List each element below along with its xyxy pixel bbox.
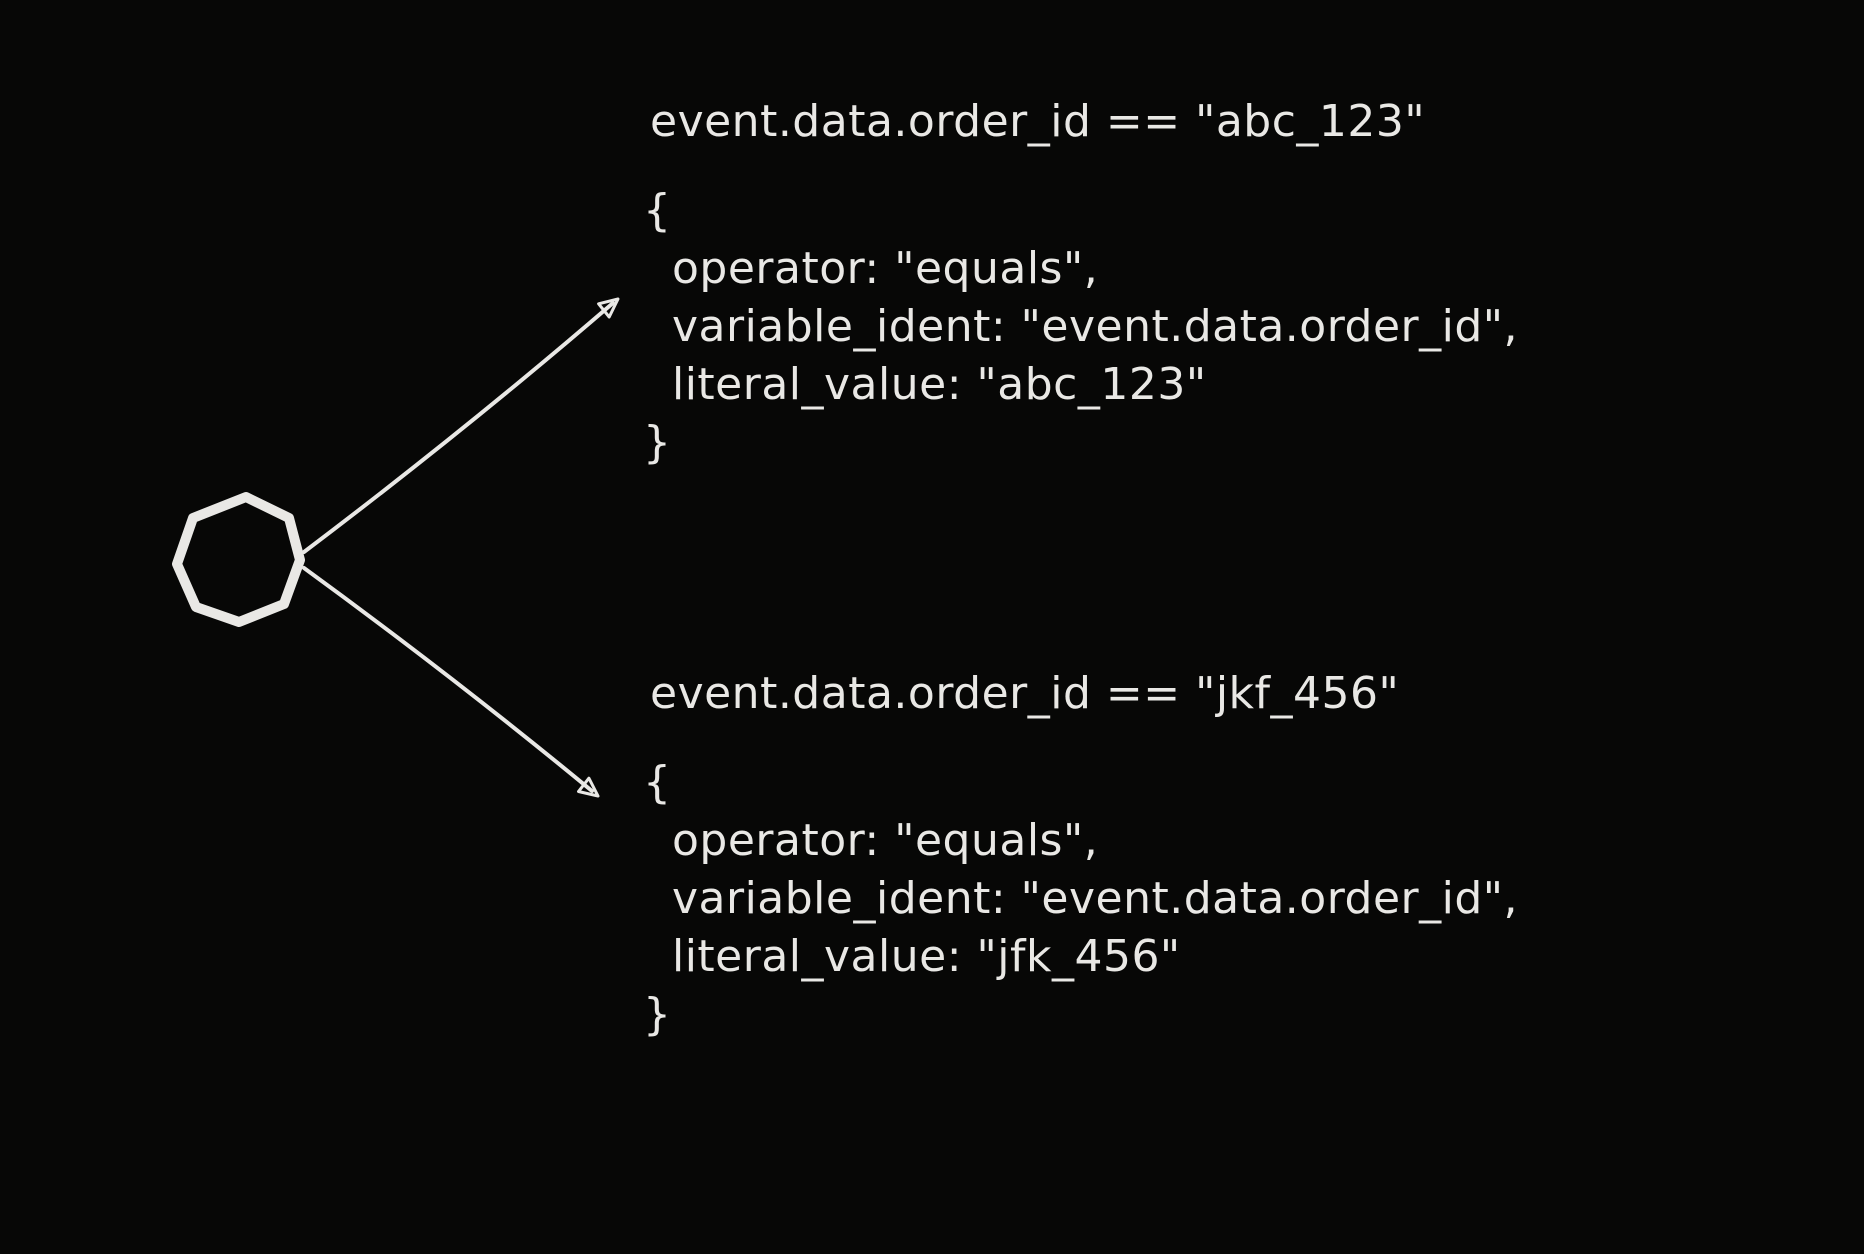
code-line: operator: "equals", [643, 243, 1099, 294]
code-line: literal_value: "jfk_456" [643, 931, 1181, 982]
circle-node [172, 492, 305, 627]
branch-bottom-code: { operator: "equals", variable_ident: "e… [643, 754, 1518, 1044]
code-line: { [643, 757, 672, 808]
branch-top-condition: event.data.order_id == "abc_123" [650, 96, 1426, 147]
branch-top: event.data.order_id == "abc_123" { opera… [643, 94, 1518, 472]
branch-top-code: { operator: "equals", variable_ident: "e… [643, 182, 1518, 472]
code-line: operator: "equals", [643, 815, 1099, 866]
code-line: literal_value: "abc_123" [643, 359, 1207, 410]
code-line: } [643, 417, 672, 468]
code-line: } [643, 989, 672, 1040]
arrow-bottom-shaft [302, 566, 594, 793]
arrow-bottom-head-icon [577, 776, 600, 798]
branch-bottom: event.data.order_id == "jkf_456" { opera… [643, 666, 1518, 1044]
arrow-top-head-icon [597, 297, 620, 319]
code-line: { [643, 185, 672, 236]
arrow-top-shaft [302, 301, 615, 554]
branch-bottom-condition: event.data.order_id == "jkf_456" [650, 668, 1400, 719]
code-line: variable_ident: "event.data.order_id", [643, 301, 1518, 352]
code-line: variable_ident: "event.data.order_id", [643, 873, 1518, 924]
